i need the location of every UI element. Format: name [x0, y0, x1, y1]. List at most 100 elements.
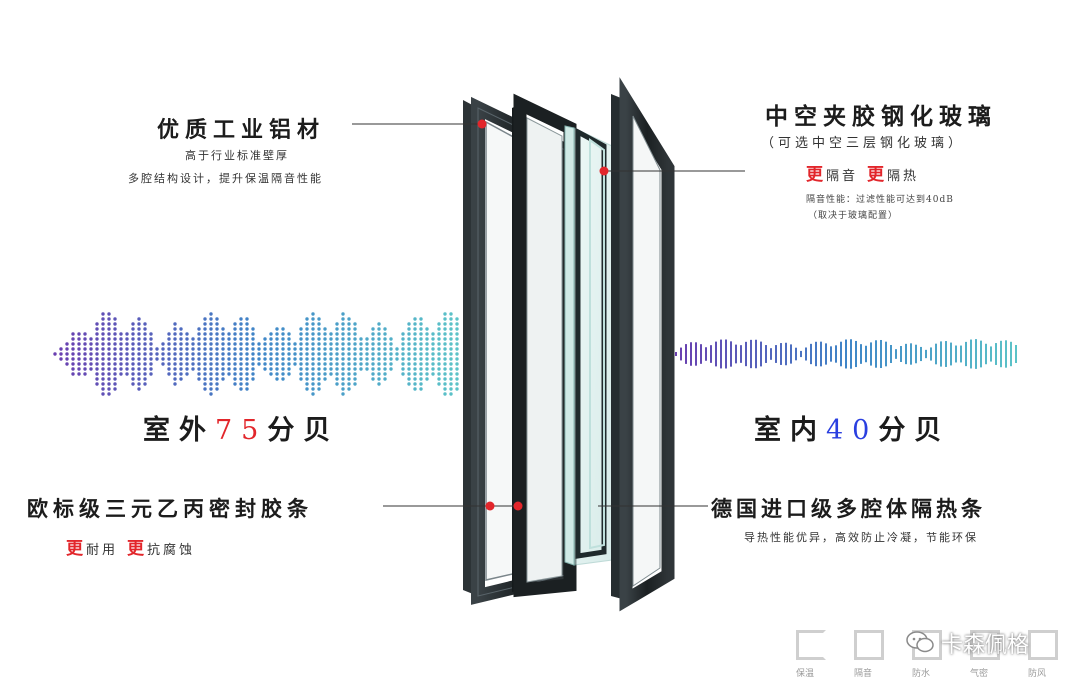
leader-lines: [352, 123, 745, 507]
wave-dot: [347, 372, 351, 376]
wave-dot: [227, 347, 231, 351]
wave-dot: [371, 347, 375, 351]
wave-dot: [323, 367, 327, 371]
wave-dot: [299, 377, 303, 381]
wave-dot: [131, 357, 135, 361]
wave-dot: [209, 317, 213, 321]
wave-dot: [203, 367, 207, 371]
wave-dot: [161, 342, 165, 346]
wave-dot: [359, 357, 363, 361]
wave-dot: [137, 362, 141, 366]
wave-dot: [425, 337, 429, 341]
wave-dot: [83, 337, 87, 341]
wave-bar: [890, 344, 892, 364]
wave-dot: [323, 357, 327, 361]
wave-dot: [89, 367, 93, 371]
wave-dot: [425, 332, 429, 336]
wave-dot: [155, 347, 159, 351]
outdoor-decibel: 室外75分贝: [143, 408, 339, 447]
wave-dot: [77, 372, 81, 376]
wave-dot: [389, 367, 393, 371]
wave-dot: [371, 327, 375, 331]
wave-dot: [455, 387, 459, 391]
wave-dot: [317, 367, 321, 371]
wave-dot: [395, 347, 399, 351]
wave-dot: [101, 362, 105, 366]
wave-dot: [233, 347, 237, 351]
wave-dot: [209, 367, 213, 371]
wave-dot: [95, 382, 99, 386]
wave-dot: [443, 332, 447, 336]
aluminum-frame-inner: [611, 77, 675, 612]
wave-dot: [191, 362, 195, 366]
wave-dot: [245, 322, 249, 326]
wave-dot: [107, 392, 111, 396]
wave-bar: [835, 345, 837, 363]
wave-dot: [281, 377, 285, 381]
wave-dot: [335, 357, 339, 361]
wave-dot: [215, 317, 219, 321]
wave-dot: [113, 317, 117, 321]
wave-dot: [425, 347, 429, 351]
wave-dot: [305, 327, 309, 331]
wave-dot: [149, 367, 153, 371]
more-word-4: 更: [126, 539, 147, 559]
wave-dot: [95, 362, 99, 366]
wave-bar: [920, 346, 922, 362]
feature-item: 保温: [796, 630, 826, 679]
wave-dot: [101, 387, 105, 391]
wave-dot: [329, 372, 333, 376]
wave-dot: [113, 372, 117, 376]
wave-dot: [209, 392, 213, 396]
wave-dot: [173, 357, 177, 361]
wave-dot: [341, 337, 345, 341]
wave-bar: [695, 342, 697, 366]
wave-dot: [323, 362, 327, 366]
wave-dot: [449, 317, 453, 321]
wave-dot: [383, 352, 387, 356]
wave-dot: [347, 362, 351, 366]
wave-dot: [71, 362, 75, 366]
wave-bar: [720, 339, 722, 369]
wave-bar: [910, 343, 912, 365]
wave-dot: [65, 357, 69, 361]
wave-dot: [341, 317, 345, 321]
wave-dot: [239, 327, 243, 331]
wave-dot: [323, 347, 327, 351]
wave-dot: [413, 347, 417, 351]
thermal-break-desc: 导热性能优异，高效防止冷凝，节能环保: [744, 531, 978, 544]
marker-seal-1: [485, 501, 495, 511]
wave-dot: [101, 372, 105, 376]
wave-dot: [203, 317, 207, 321]
wave-bar: [935, 343, 937, 365]
wave-dot: [335, 332, 339, 336]
wave-dot: [407, 337, 411, 341]
wave-dot: [341, 347, 345, 351]
wave-dot: [173, 342, 177, 346]
airtight-icon: [970, 630, 1000, 660]
wave-dot: [329, 342, 333, 346]
wave-dot: [245, 387, 249, 391]
wave-dot: [233, 362, 237, 366]
wave-dot: [83, 342, 87, 346]
wave-dot: [377, 327, 381, 331]
wave-dot: [377, 322, 381, 326]
wave-dot: [221, 377, 225, 381]
wave-dot: [335, 367, 339, 371]
wave-dot: [353, 322, 357, 326]
wave-dot: [203, 382, 207, 386]
wave-bar: [750, 339, 752, 369]
wave-dot: [155, 357, 159, 361]
wave-dot: [95, 347, 99, 351]
wave-dot: [305, 322, 309, 326]
wave-dot: [335, 377, 339, 381]
wave-bar: [985, 343, 987, 365]
more-word-3: 更: [66, 539, 86, 559]
wave-dot: [425, 357, 429, 361]
wave-dot: [347, 367, 351, 371]
wave-dot: [185, 337, 189, 341]
wave-dot: [263, 357, 267, 361]
wave-dot: [113, 352, 117, 356]
wave-dot: [107, 317, 111, 321]
wave-dot: [227, 337, 231, 341]
